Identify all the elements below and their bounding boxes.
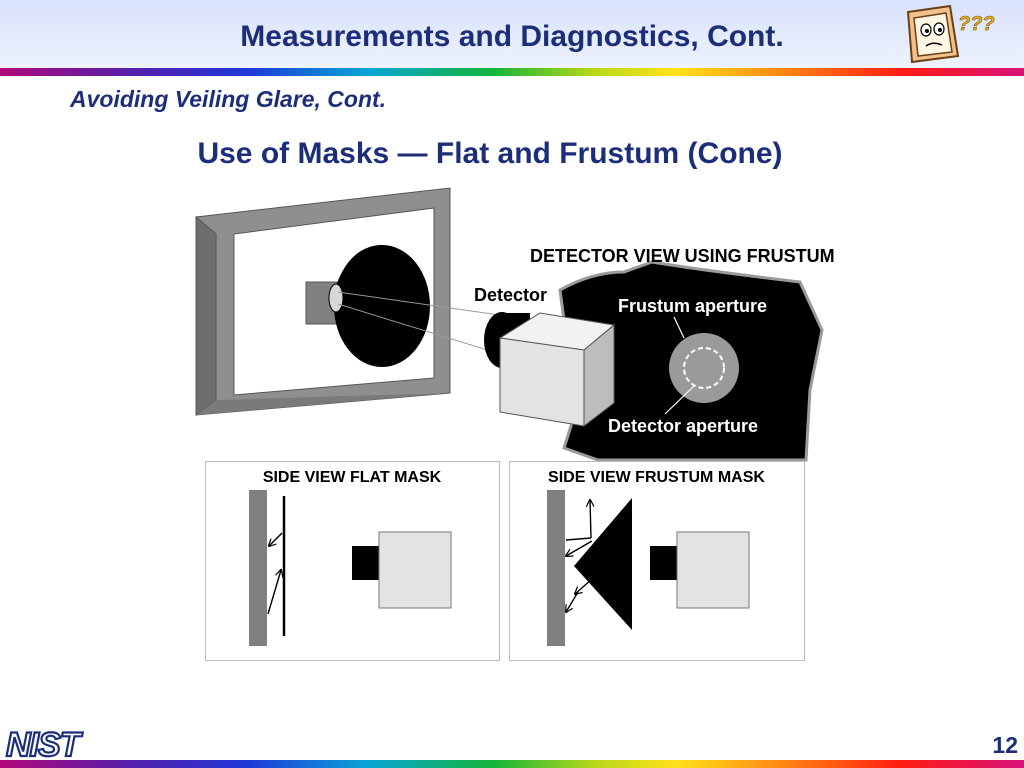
detector-aperture-circle [683,347,725,389]
slide-subtitle: Avoiding Veiling Glare, Cont. [70,86,387,112]
frustum-aperture-circle [669,333,739,403]
frustum-shape [574,498,632,630]
frustum-ray-1 [590,500,591,539]
frustum-detector-lens [650,546,678,580]
flat-detector-box [378,531,452,609]
flat-wall [249,490,267,646]
frustum-ray-3 [575,571,601,594]
slide-header [0,0,1024,68]
page-number: 12 [992,732,1018,758]
frustum-aperture-pointer [673,316,685,339]
frustum-cone [328,245,430,367]
side-flat-title: SIDE VIEW FLAT MASK [262,469,442,486]
detector-cube [498,312,616,428]
slide-title: Measurements and Diagnostics, Cont. [240,20,784,53]
flat-ray-1 [267,570,281,615]
bottom-rainbow-bar [0,760,1024,768]
side-frustum-title: SIDE VIEW FRUSTUM MASK [548,469,765,486]
flat-ray-2 [269,532,283,546]
detector-aperture-pointer [664,385,695,415]
sight-line-top [337,291,521,319]
detector-aperture-label: Detector aperture [608,416,759,436]
frustum-detector-box [676,531,750,609]
frustum-ray-4 [566,591,579,612]
top-rainbow-bar [0,68,1024,76]
slide-heading: Use of Masks — Flat and Frustum (Cone) [197,137,783,170]
detector-label: Detector [474,285,548,305]
frustum-ray-2 [566,540,593,556]
frustum-aperture-label: Frustum aperture [618,296,768,316]
detector-view-title: DETECTOR VIEW USING FRUSTUM [530,246,835,266]
frustum-wall [547,490,565,646]
flat-detector-lens [352,546,380,580]
